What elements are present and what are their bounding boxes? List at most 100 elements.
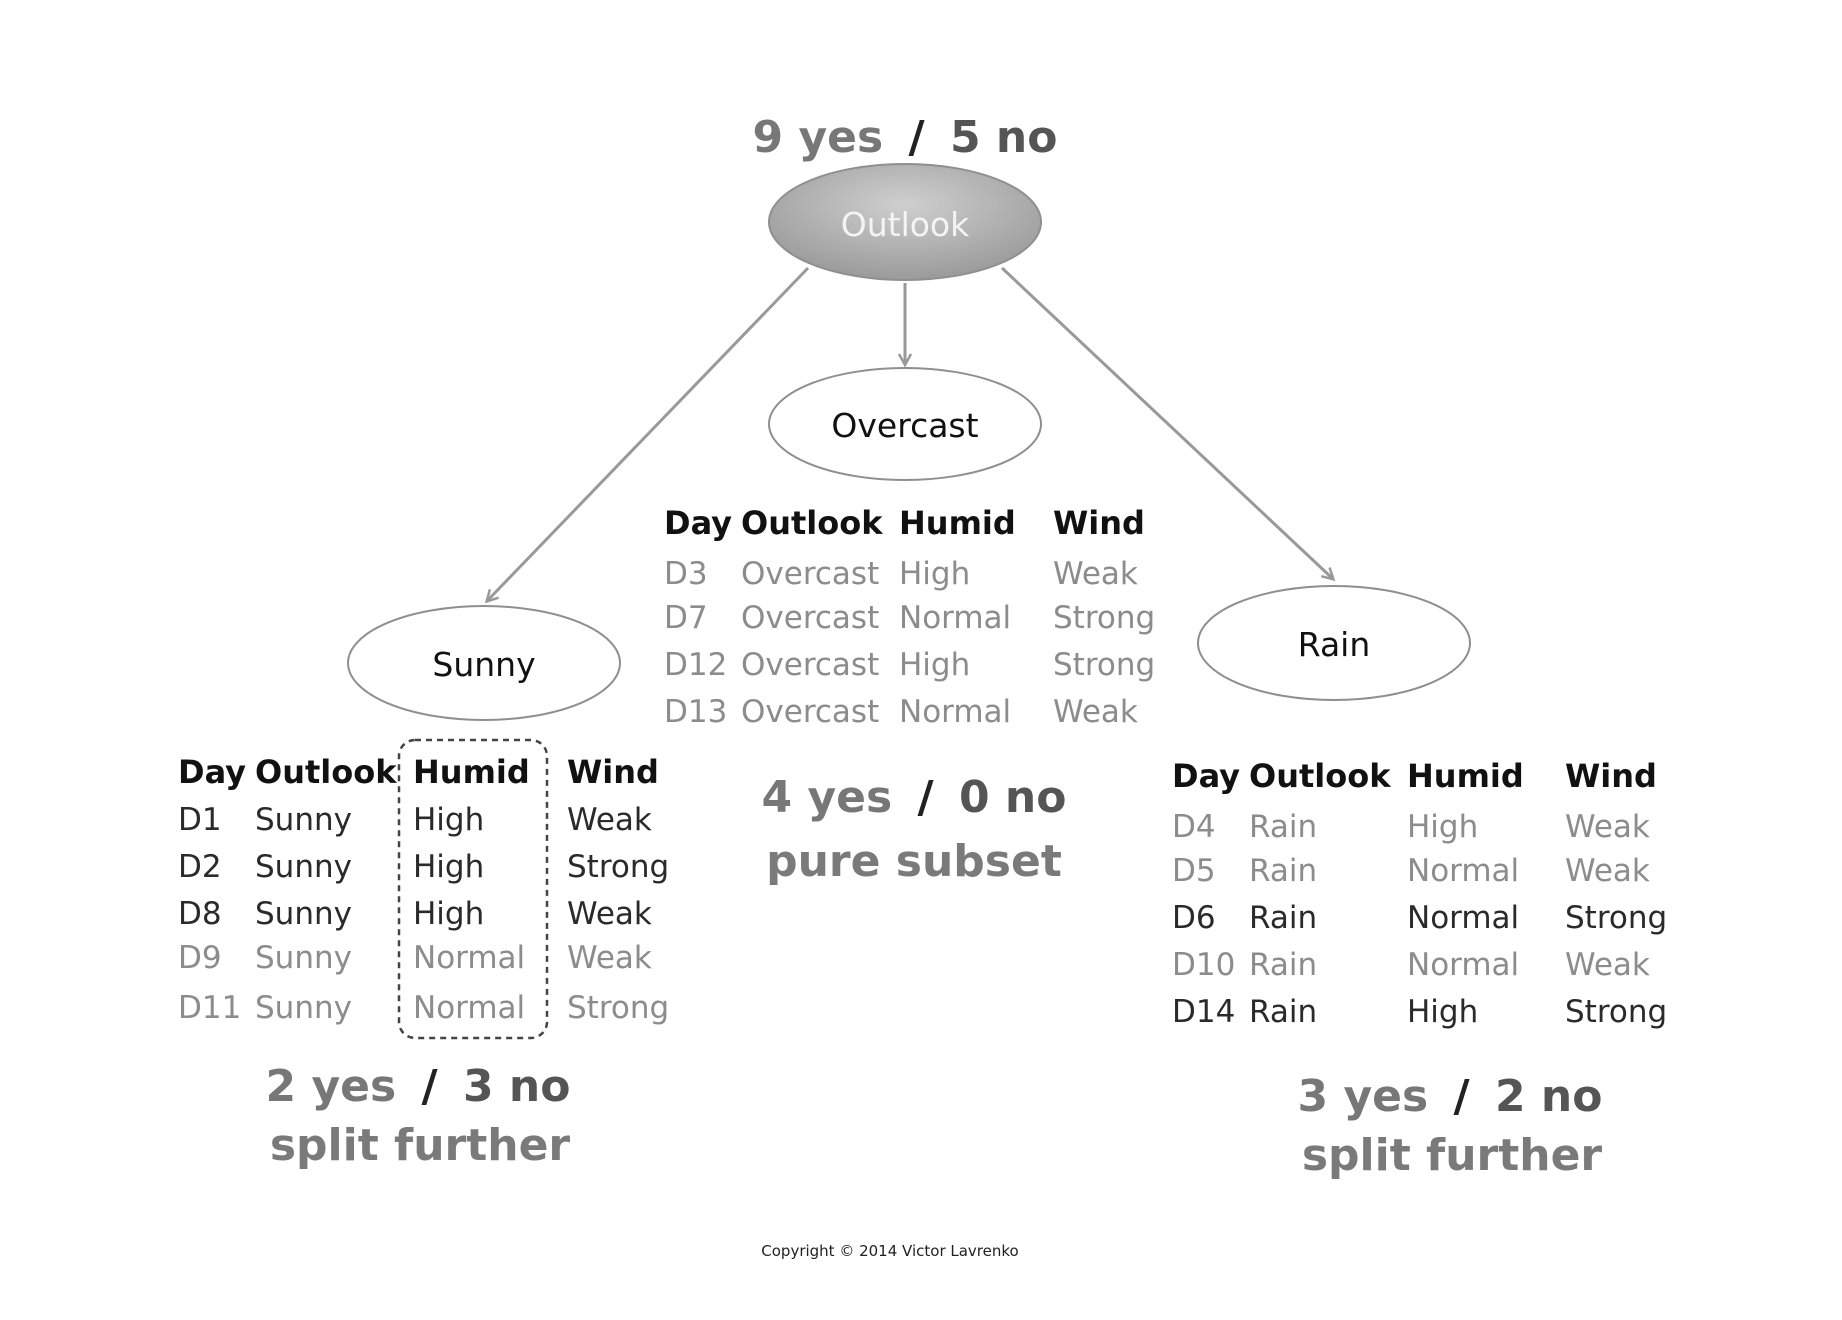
table-sunny-cell: D9: [178, 940, 222, 976]
table-sunny-cell: Weak: [567, 896, 652, 932]
table-overcast-header: Humid: [899, 504, 1016, 542]
table-rain-cell: D5: [1172, 853, 1216, 889]
table-overcast-cell: Weak: [1053, 694, 1138, 730]
table-rain-header: Humid: [1407, 757, 1524, 795]
table-sunny-cell: Strong: [567, 990, 669, 1026]
rain-count-no: 2 no: [1495, 1071, 1603, 1122]
table-overcast-cell: D7: [664, 600, 708, 636]
table-rain-cell: Rain: [1249, 994, 1317, 1030]
table-rain-cell: Normal: [1407, 853, 1519, 889]
table-overcast-cell: Weak: [1053, 556, 1138, 592]
edge-outlook-rain: [1000, 266, 1332, 578]
table-sunny-cell: D1: [178, 802, 222, 838]
table-sunny-cell: High: [413, 802, 484, 838]
overcast-count: 4 yes / 0 no: [762, 772, 1067, 823]
table-overcast-cell: Normal: [899, 694, 1011, 730]
table-rain-cell: Normal: [1407, 900, 1519, 936]
node-sunny-shape: [347, 605, 621, 721]
table-rain-cell: D6: [1172, 900, 1216, 936]
humid-column-highlight: [397, 738, 549, 1040]
sunny-count-yes: 2 yes: [266, 1061, 397, 1112]
table-rain-cell: Strong: [1565, 994, 1667, 1030]
overcast-count-separator: /: [918, 772, 935, 823]
table-overcast-cell: D12: [664, 647, 727, 683]
table-sunny-header: Day: [178, 753, 246, 791]
node-sunny: Sunny: [347, 605, 621, 721]
table-rain: Day Outlook Humid Wind D4 Rain High Weak…: [1172, 757, 1667, 1030]
root-count-yes: 9 yes: [753, 112, 884, 163]
table-sunny-cell: Sunny: [255, 990, 352, 1026]
table-overcast-cell: High: [899, 647, 970, 683]
node-overcast-label: Overcast: [831, 406, 978, 445]
table-rain-cell: Rain: [1249, 809, 1317, 845]
table-rain-cell: D10: [1172, 947, 1235, 983]
overcast-count-no: 0 no: [959, 772, 1067, 823]
node-overcast: Overcast: [768, 367, 1042, 481]
table-rain-cell: Weak: [1565, 853, 1650, 889]
table-sunny-header: Humid: [413, 753, 530, 791]
table-rain-cell: High: [1407, 994, 1478, 1030]
table-overcast-cell: High: [899, 556, 970, 592]
overcast-count-yes: 4 yes: [762, 772, 893, 823]
table-overcast: Day Outlook Humid Wind D3 Overcast High …: [664, 504, 1155, 730]
table-rain-cell: Weak: [1565, 809, 1650, 845]
table-overcast-header: Wind: [1053, 504, 1145, 542]
rain-count-yes: 3 yes: [1298, 1071, 1429, 1122]
table-sunny-cell: Normal: [413, 940, 525, 976]
table-sunny-cell: Normal: [413, 990, 525, 1026]
sunny-count-no: 3 no: [463, 1061, 571, 1112]
table-overcast-cell: Overcast: [741, 556, 879, 592]
rain-verdict: split further: [1302, 1130, 1603, 1181]
sunny-count-separator: /: [422, 1061, 439, 1112]
table-overcast-cell: Normal: [899, 600, 1011, 636]
root-count-no: 5 no: [950, 112, 1058, 163]
node-sunny-label: Sunny: [432, 645, 535, 684]
table-rain-cell: Normal: [1407, 947, 1519, 983]
table-rain-cell: Strong: [1565, 900, 1667, 936]
table-rain-header: Wind: [1565, 757, 1657, 795]
table-rain-header: Day: [1172, 757, 1240, 795]
table-sunny-cell: D11: [178, 990, 241, 1026]
table-overcast-header: Day: [664, 504, 732, 542]
table-sunny: Day Outlook Humid Wind D1 Sunny High Wea…: [178, 753, 669, 1026]
table-sunny-cell: D8: [178, 896, 222, 932]
rain-count: 3 yes / 2 no: [1298, 1071, 1603, 1122]
table-sunny-cell: Sunny: [255, 802, 352, 838]
table-overcast-cell: Strong: [1053, 647, 1155, 683]
table-rain-cell: High: [1407, 809, 1478, 845]
edge-outlook-sunny: [488, 266, 810, 600]
table-overcast-cell: Strong: [1053, 600, 1155, 636]
table-sunny-cell: High: [413, 849, 484, 885]
table-sunny-header: Outlook: [255, 753, 397, 791]
sunny-verdict: split further: [270, 1120, 571, 1171]
table-rain-cell: Rain: [1249, 853, 1317, 889]
node-rain-label: Rain: [1298, 625, 1371, 664]
root-count-separator: /: [909, 112, 926, 163]
table-overcast-header: Outlook: [741, 504, 883, 542]
table-rain-cell: D14: [1172, 994, 1235, 1030]
root-node-label: Outlook: [841, 205, 970, 244]
table-overcast-cell: Overcast: [741, 694, 879, 730]
copyright-notice: Copyright © 2014 Victor Lavrenko: [761, 1242, 1018, 1260]
table-sunny-cell: High: [413, 896, 484, 932]
table-sunny-cell: Sunny: [255, 896, 352, 932]
table-rain-cell: Weak: [1565, 947, 1650, 983]
sunny-count: 2 yes / 3 no: [266, 1061, 571, 1112]
rain-count-separator: /: [1454, 1071, 1471, 1122]
table-sunny-cell: Weak: [567, 802, 652, 838]
table-overcast-cell: Overcast: [741, 600, 879, 636]
table-overcast-cell: D13: [664, 694, 727, 730]
table-sunny-cell: D2: [178, 849, 222, 885]
table-overcast-cell: Overcast: [741, 647, 879, 683]
table-rain-cell: Rain: [1249, 900, 1317, 936]
node-rain: Rain: [1197, 585, 1471, 701]
node-overcast-shape: [768, 367, 1042, 481]
table-sunny-header: Wind: [567, 753, 659, 791]
table-sunny-cell: Strong: [567, 849, 669, 885]
table-rain-cell: Rain: [1249, 947, 1317, 983]
node-rain-shape: [1197, 585, 1471, 701]
table-rain-header: Outlook: [1249, 757, 1391, 795]
root-count: 9 yes / 5 no: [753, 112, 1058, 163]
root-node: Outlook: [768, 163, 1042, 281]
